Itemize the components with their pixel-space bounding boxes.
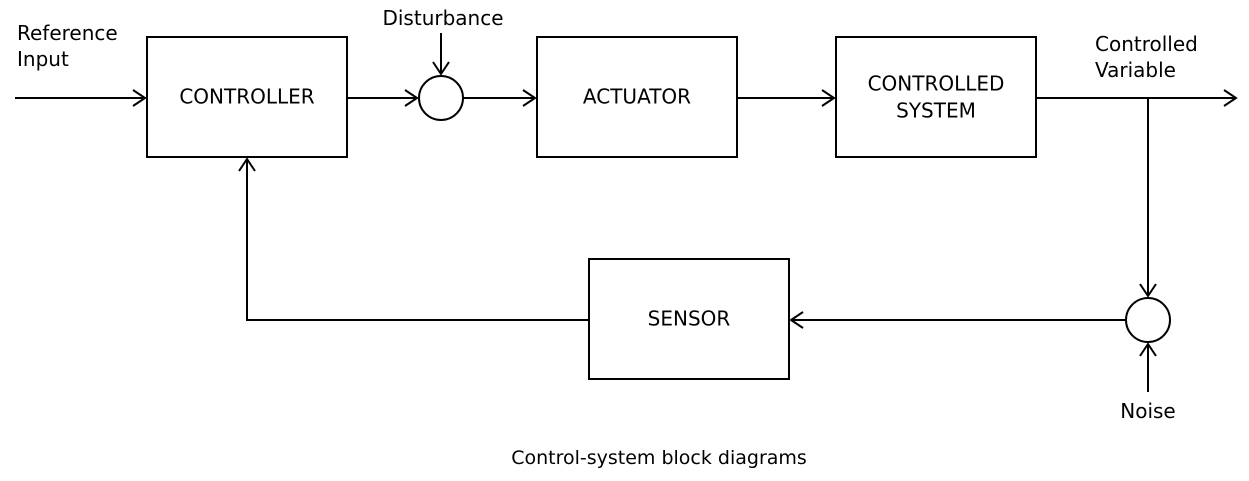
controller-block: CONTROLLER (146, 36, 348, 158)
controlled-variable-label-line1: Controlled (1095, 32, 1198, 56)
disturbance-label: Disturbance (382, 6, 503, 30)
noise-summing-junction (1125, 297, 1171, 343)
reference-input-label-line2: Input (17, 47, 69, 71)
reference-input-arrow (15, 89, 147, 107)
actuator-label: ACTUATOR (583, 85, 691, 109)
controlled-system-label-line1: CONTROLLED (868, 72, 1005, 96)
controlled-system-block: CONTROLLED SYSTEM (835, 36, 1037, 158)
actuator-block: ACTUATOR (536, 36, 738, 158)
disturbance-arrow (432, 33, 450, 76)
actuator-to-system-arrow (737, 89, 836, 107)
noise-label: Noise (1120, 399, 1175, 423)
sensor-block: SENSOR (588, 258, 790, 380)
sensor-to-controller-arrow (238, 157, 589, 321)
junction-to-actuator-arrow (463, 89, 537, 107)
reference-input-label-line1: Reference (17, 21, 118, 45)
feedback-branch-arrow (1139, 98, 1157, 298)
controlled-variable-arrow (1036, 89, 1238, 107)
junction-to-sensor-arrow (789, 311, 1126, 329)
diagram-caption: Control-system block diagrams (511, 447, 807, 469)
sensor-label: SENSOR (648, 307, 731, 331)
controlled-system-label-line2: SYSTEM (896, 99, 976, 123)
noise-arrow (1139, 342, 1157, 392)
controlled-variable-label-line2: Variable (1095, 58, 1176, 82)
controller-label: CONTROLLER (179, 85, 314, 109)
disturbance-summing-junction (418, 75, 464, 121)
controller-to-junction-arrow (347, 89, 419, 107)
